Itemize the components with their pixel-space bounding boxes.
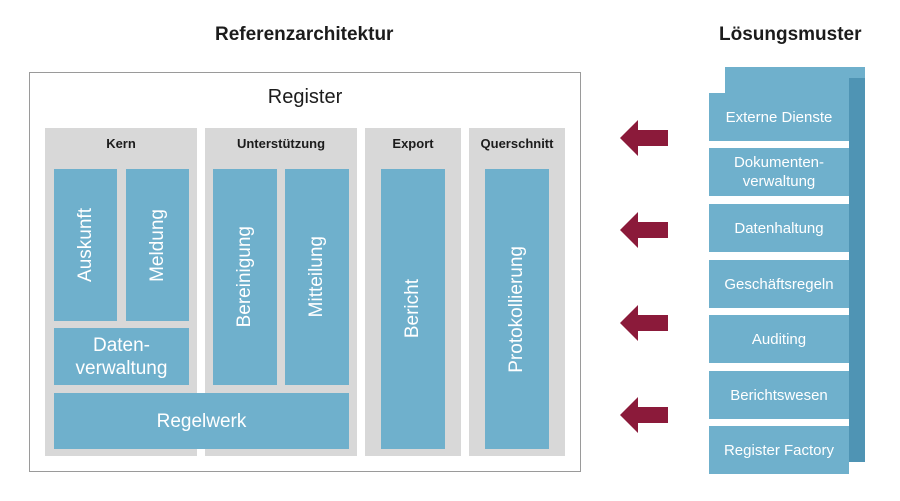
solution-label-line2: verwaltung (742, 173, 816, 190)
group-querschnitt-label: Querschnitt (480, 136, 554, 151)
box-protokollierung-label: Protokollierung (506, 245, 527, 373)
box-bericht-label: Bericht (402, 279, 423, 339)
group-export-label: Export (392, 136, 434, 151)
box-datenverwaltung-line2: verwaltung (75, 357, 168, 379)
solution-dokumentenverwaltung: Dokumenten- verwaltung (709, 148, 849, 196)
solution-datenhaltung: Datenhaltung (709, 204, 849, 252)
stack-divider (709, 308, 849, 315)
arrow-left-icon (620, 120, 670, 156)
box-bereinigung: Bereinigung (213, 169, 277, 385)
heading-loesungsmuster: Lösungsmuster (719, 24, 862, 45)
solution-register-factory: Register Factory (709, 426, 849, 474)
solution-label-line1: Dokumenten- (733, 154, 825, 171)
register-frame (29, 72, 581, 472)
box-meldung-label: Meldung (146, 208, 168, 282)
solution-geschaeftsregeln: Geschäftsregeln (709, 260, 849, 308)
solution-label: Datenhaltung (734, 219, 824, 237)
box-bericht: Bericht (381, 169, 445, 449)
arrow-left-icon (620, 305, 670, 341)
solution-label: Berichtswesen (730, 386, 828, 404)
stack-divider (709, 419, 849, 426)
stack-divider (709, 363, 849, 371)
stack-divider (709, 141, 849, 148)
group-unterstuetzung-label: Unterstützung (236, 136, 326, 151)
stack-side-layer (849, 78, 865, 462)
solution-berichtswesen: Berichtswesen (709, 371, 849, 419)
heading-referenzarchitektur: Referenzarchitektur (215, 24, 394, 45)
stack-divider (709, 196, 849, 204)
arrow-left-icon (620, 212, 670, 248)
box-mitteilung: Mitteilung (285, 169, 349, 385)
solution-label: Externe Dienste (725, 108, 833, 126)
group-kern-label: Kern (106, 136, 136, 151)
box-datenverwaltung: Daten- verwaltung (54, 328, 189, 385)
solution-label: Geschäftsregeln (724, 275, 834, 293)
stack-divider (709, 252, 849, 260)
solution-externe-dienste: Externe Dienste (709, 93, 849, 141)
box-auskunft-label: Auskunft (74, 208, 96, 282)
solution-label: Auditing (751, 330, 807, 348)
box-auskunft: Auskunft (54, 169, 117, 321)
arrow-left-icon (620, 397, 670, 433)
solution-auditing: Auditing (709, 315, 849, 363)
solution-label: Register Factory (723, 441, 835, 459)
box-protokollierung: Protokollierung (485, 169, 549, 449)
register-title: Register (267, 86, 343, 108)
box-regelwerk-label: Regelwerk (156, 410, 247, 432)
box-regelwerk: Regelwerk (54, 393, 349, 449)
box-bereinigung-label: Bereinigung (234, 226, 255, 328)
box-datenverwaltung-line1: Daten- (92, 334, 151, 356)
box-mitteilung-label: Mitteilung (306, 236, 327, 318)
box-meldung: Meldung (126, 169, 189, 321)
